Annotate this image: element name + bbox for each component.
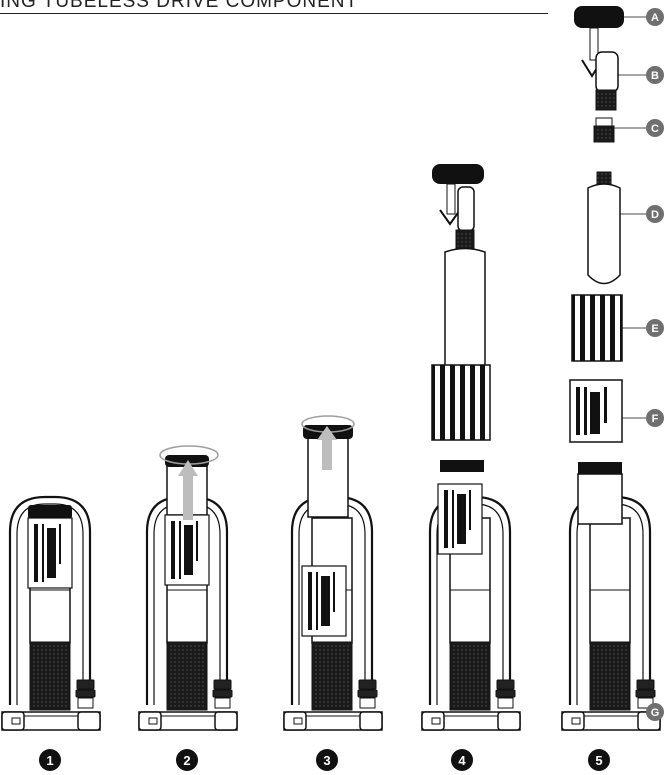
svg-text:D: D — [651, 209, 659, 221]
part-f-label-wrap — [570, 380, 622, 442]
svg-text:5: 5 — [595, 753, 602, 768]
step-number-4: 4 — [451, 749, 473, 771]
part-label-g: G — [646, 703, 664, 721]
svg-text:F: F — [652, 413, 659, 425]
svg-text:B: B — [651, 70, 659, 82]
part-c-threaded-nut — [594, 118, 614, 142]
step-1-pump — [2, 497, 100, 730]
part-label-e: E — [646, 319, 664, 337]
part-d-co2-cartridge — [588, 172, 620, 284]
part-label-f: F — [646, 409, 664, 427]
step-2-pump — [139, 446, 237, 730]
step-5-pump — [562, 462, 660, 730]
part-label-d: D — [646, 205, 664, 223]
part-label-b: B — [646, 66, 664, 84]
step-number-3: 3 — [316, 749, 338, 771]
svg-text:2: 2 — [183, 753, 190, 768]
svg-text:G: G — [651, 707, 660, 719]
svg-text:4: 4 — [458, 753, 466, 768]
svg-text:3: 3 — [323, 753, 330, 768]
svg-text:E: E — [651, 323, 658, 335]
step-number-5: 5 — [588, 749, 610, 771]
svg-text:A: A — [651, 12, 659, 24]
svg-text:1: 1 — [46, 753, 53, 768]
svg-text:C: C — [651, 123, 659, 135]
step-3-pump — [284, 416, 382, 730]
step-number-1: 1 — [39, 749, 61, 771]
part-label-c: C — [646, 119, 664, 137]
step-4-pump — [422, 164, 520, 730]
part-a-chuck-head — [574, 6, 624, 60]
part-b-valve-adapter — [582, 52, 618, 110]
part-label-a: A — [646, 8, 664, 26]
part-e-grip-sleeve — [572, 295, 622, 361]
step-number-2: 2 — [176, 749, 198, 771]
